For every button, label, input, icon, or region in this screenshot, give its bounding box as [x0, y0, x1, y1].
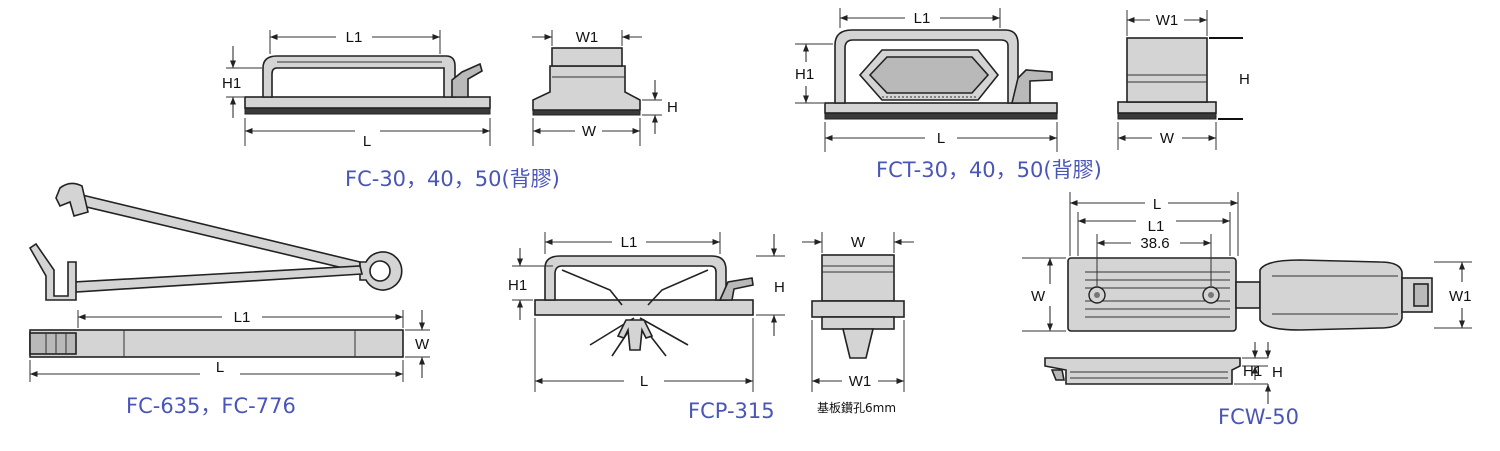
fcp315-l1-label: L1: [621, 234, 638, 251]
fcp315-h1-label: H1: [508, 277, 527, 294]
fc635-dims: L1 W L: [29, 309, 430, 382]
fc30-w1-label: W1: [576, 29, 599, 46]
fcp315-h-label: H: [774, 279, 785, 296]
fct30-h1-label: H1: [795, 66, 814, 83]
fct30-w-label: W: [1160, 130, 1175, 147]
fcp315-hole-note: 基板鑽孔6mm: [817, 400, 896, 415]
fc30-side-dims: L1 H1 L: [222, 29, 491, 150]
fct30-side-view: [824, 29, 1058, 120]
fct30-caption: FCT-30，40，50(背膠): [876, 158, 1102, 182]
fc635-open-view: [28, 182, 403, 301]
fcp315-side-dims: L1 H1 H L: [508, 232, 785, 392]
fcw50-pitch-label: 38.6: [1140, 235, 1169, 252]
fcw50-h1-label: H1: [1243, 363, 1262, 380]
fcw50-top-dims: L L1 38.6 W W1: [1022, 192, 1472, 332]
fcw50-side-dims: H1 H: [1234, 342, 1283, 404]
fc30-side-view: [244, 55, 491, 115]
fcp315-side-view: [534, 255, 754, 357]
fcp315-caption: FCP-315: [688, 399, 775, 423]
fc30-caption: FC-30，40，50(背膠): [345, 167, 560, 191]
fcw50-h-label: H: [1272, 364, 1283, 381]
fc30-end-dims: W1 H W: [532, 29, 678, 146]
fc30-h-label: H: [667, 99, 678, 116]
fc635-flat-view: [29, 329, 404, 358]
fc635-w-label: W: [415, 336, 430, 353]
fct30-l-label: L: [937, 130, 945, 147]
fcw50-l1-label: L1: [1148, 218, 1165, 235]
fcw50-l-label: L: [1153, 196, 1161, 213]
fc635-l1-label: L1: [234, 309, 251, 326]
fc635-caption: FC-635，FC-776: [126, 394, 296, 418]
fcp315-end-dims: W W1: [802, 232, 914, 392]
fct30-end-view: [1117, 37, 1217, 120]
fct30-side-dims: L1 H1 L: [795, 8, 1058, 152]
fcp315-end-view: [811, 254, 905, 359]
fc30-l-label: L: [363, 133, 371, 150]
fct30-l1-label: L1: [914, 10, 931, 27]
fct30-end-dims: W1 H W: [1117, 10, 1250, 150]
fcp315-l-label: L: [640, 373, 648, 390]
fc30-end-view: [532, 47, 641, 116]
fc30-w-label: W: [582, 123, 597, 140]
fcw50-caption: FCW-50: [1218, 405, 1299, 429]
fcw50-top-view: [1067, 257, 1433, 332]
fc30-l1-label: L1: [346, 29, 363, 46]
fcw50-side-view: [1044, 357, 1241, 385]
fcw50-w-label: W: [1031, 288, 1046, 305]
fc30-h1-label: H1: [222, 75, 241, 92]
fc635-l-label: L: [216, 359, 224, 376]
fct30-w1-label: W1: [1156, 12, 1179, 29]
fcw50-w1-label: W1: [1449, 288, 1472, 305]
fcp315-w1-label: W1: [849, 373, 872, 390]
fct30-h-label: H: [1239, 71, 1250, 88]
fcp315-w-label: W: [851, 234, 866, 251]
